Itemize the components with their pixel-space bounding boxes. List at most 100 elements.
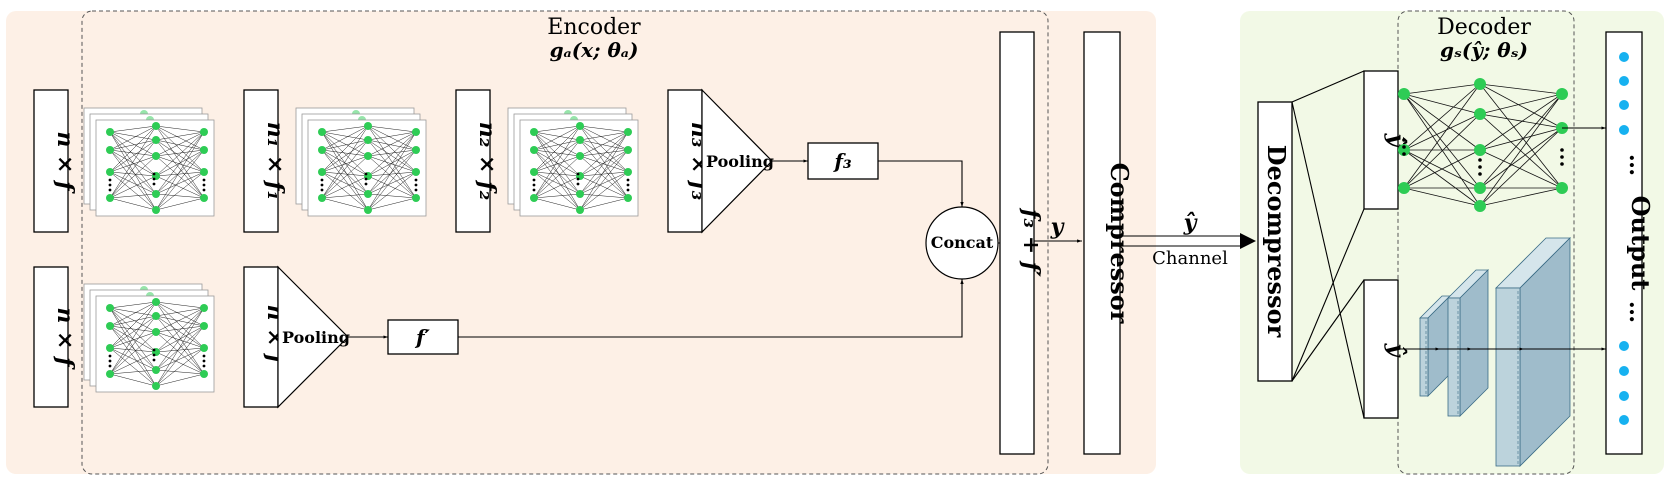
nn-node bbox=[318, 168, 326, 176]
nn-edge bbox=[109, 149, 157, 177]
nn-node bbox=[152, 312, 160, 320]
nn-ellipsis-dot bbox=[152, 182, 156, 186]
nn-edge bbox=[155, 325, 205, 371]
mlp-edge bbox=[1479, 83, 1563, 129]
nn-edge bbox=[155, 131, 205, 211]
bottom-input-box bbox=[33, 266, 69, 408]
nn-edge bbox=[155, 131, 205, 141]
nn-edge bbox=[579, 131, 629, 141]
output-dot bbox=[1619, 125, 1629, 135]
nn-edge bbox=[321, 131, 369, 141]
nn-ellipsis-dot bbox=[320, 183, 324, 187]
nn-edge bbox=[109, 139, 157, 173]
nn-ellipsis-dot bbox=[414, 183, 418, 187]
nn-edge bbox=[533, 155, 581, 173]
output-dot bbox=[1619, 100, 1629, 110]
nn-ellipsis-dot bbox=[532, 183, 536, 187]
nn-edge bbox=[109, 325, 157, 387]
nn-edge bbox=[109, 131, 157, 157]
nn-edge bbox=[109, 315, 157, 375]
nn-edge bbox=[579, 175, 629, 199]
bottom-layer1-box bbox=[243, 266, 279, 408]
compressor-label: Compressor bbox=[1105, 163, 1134, 324]
nn-edge bbox=[155, 139, 205, 199]
nn-edge bbox=[321, 149, 369, 195]
nn-card bbox=[95, 295, 215, 393]
nn-node bbox=[530, 146, 538, 154]
decoder-title: Decoder bbox=[1437, 15, 1531, 40]
nn-edge bbox=[109, 315, 157, 349]
nn-edge bbox=[155, 301, 205, 375]
top-layer1-box bbox=[243, 89, 279, 233]
mlp-edge bbox=[1479, 127, 1563, 189]
nn-edge bbox=[533, 139, 581, 151]
nn-edge bbox=[155, 125, 205, 133]
mlp-ellipsis-dot bbox=[1402, 152, 1406, 156]
mlp-node bbox=[1474, 108, 1486, 120]
mlp-edge bbox=[1479, 127, 1563, 207]
mlp-edge bbox=[1403, 149, 1481, 207]
nn-edge bbox=[321, 171, 369, 211]
output-label: Output bbox=[1626, 196, 1655, 291]
conv-front-face bbox=[1495, 287, 1521, 467]
mlp-edge bbox=[1403, 93, 1481, 115]
mlp-node bbox=[1398, 182, 1410, 194]
nn-edge bbox=[579, 125, 629, 151]
nn-ellipsis-dot bbox=[202, 188, 206, 192]
mlp-node bbox=[1474, 200, 1486, 212]
y-label: y bbox=[1050, 214, 1066, 240]
nn-node bbox=[412, 194, 420, 202]
nn-node bbox=[106, 146, 114, 154]
nn-card bbox=[95, 119, 215, 217]
nn-edge bbox=[155, 155, 205, 173]
nn-edge bbox=[109, 125, 157, 199]
nn-edge bbox=[321, 131, 369, 211]
nn-ellipsis-dot bbox=[626, 178, 630, 182]
nn-node bbox=[106, 168, 114, 176]
mlp-edge bbox=[1403, 83, 1481, 189]
nn-node bbox=[412, 168, 420, 176]
nn-ellipsis-dot bbox=[364, 182, 368, 186]
nn-edge bbox=[367, 193, 417, 199]
nn-edge bbox=[155, 301, 205, 309]
mlp-edge bbox=[1479, 93, 1563, 115]
nn-edge bbox=[367, 197, 417, 211]
nn-edge bbox=[109, 325, 157, 333]
nn-node bbox=[152, 298, 160, 306]
nn-edge bbox=[321, 139, 369, 199]
mlp-node bbox=[1556, 88, 1568, 100]
nn-edge bbox=[367, 125, 417, 199]
nn-edge bbox=[579, 155, 629, 173]
nn-ellipsis-dot bbox=[152, 353, 156, 357]
mlp-edge bbox=[1403, 113, 1481, 151]
nn-edge bbox=[321, 155, 369, 173]
nn-edge bbox=[109, 131, 157, 177]
nn-edge bbox=[109, 307, 157, 317]
nn-edge bbox=[155, 351, 205, 375]
output-ellipsis-bottom: … bbox=[1624, 301, 1650, 323]
nn-edge bbox=[321, 171, 369, 195]
mlp-edge bbox=[1479, 113, 1563, 129]
nn-edge bbox=[579, 131, 629, 211]
nn-edge bbox=[321, 149, 369, 211]
nn-edge bbox=[155, 347, 205, 387]
nn-edge bbox=[155, 125, 205, 199]
nn-edge bbox=[109, 307, 157, 333]
nn-edge bbox=[155, 331, 205, 349]
nn-edge bbox=[155, 171, 205, 195]
nn-edge bbox=[155, 197, 205, 211]
cross-line-1 bbox=[1291, 70, 1365, 103]
nn-edge bbox=[109, 301, 157, 327]
arrow-fprime-to-concat bbox=[458, 279, 964, 338]
mlp-node bbox=[1474, 78, 1486, 90]
nn-edge bbox=[155, 315, 205, 375]
nn-node bbox=[364, 152, 372, 160]
nn-ellipsis-dot bbox=[108, 354, 112, 358]
decoder-cnn bbox=[1398, 237, 1606, 467]
mlp-edge bbox=[1479, 127, 1563, 151]
nn-ellipsis-dot bbox=[576, 172, 580, 176]
nn-edge bbox=[109, 155, 157, 173]
nn-node bbox=[576, 206, 584, 214]
nn-edge bbox=[367, 171, 417, 177]
encoder-title: Encoder bbox=[547, 15, 641, 40]
